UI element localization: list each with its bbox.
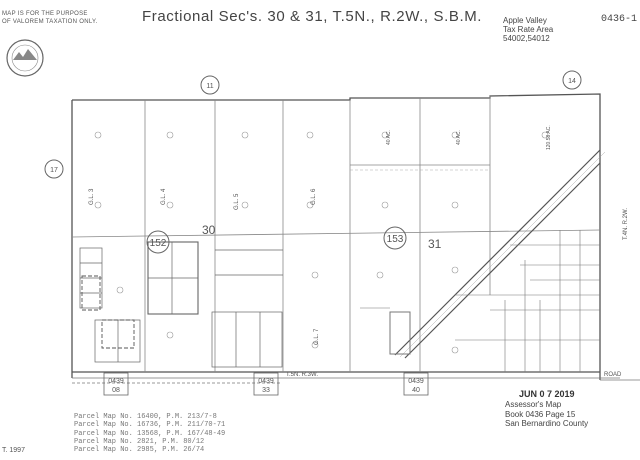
page-33-label: 33 — [262, 387, 270, 394]
block-153-circle — [383, 226, 407, 250]
gl4-label: G.L. 4 — [161, 188, 167, 205]
map-number: 0436-1 — [601, 14, 638, 25]
adj-page-17-label: 17 — [50, 167, 58, 174]
disclaimer-text: MAP IS FOR THE PURPOSE OF VALOREM TAXATI… — [2, 10, 98, 26]
acres-label-2: 40 AC. — [456, 130, 462, 145]
tax-rate-area-label: Tax Rate Area — [503, 25, 554, 34]
township-right-label: T.4N. R.2W. — [623, 208, 629, 240]
disclaimer-line-1: MAP IS FOR THE PURPOSE — [2, 11, 88, 17]
section-30-label: 30 — [202, 223, 216, 237]
disclaimer-line-2: OF VALOREM TAXATION ONLY. — [2, 19, 98, 25]
adj-page-17-circle — [44, 159, 64, 179]
gl6-label: G.L. 6 — [311, 188, 317, 205]
adj-page-11-circle — [200, 75, 220, 95]
parcel-map-references: Parcel Map No. 16400, P.M. 213/7-8 Parce… — [74, 413, 225, 454]
page-08-label: 08 — [112, 387, 120, 394]
township-bottom-label: T.5N. R.3W. — [286, 372, 318, 378]
book-0439-33-label: 0439 — [258, 378, 274, 385]
book-0439-08-label: 0439 — [108, 378, 124, 385]
adj-page-14-circle — [562, 70, 582, 90]
block-152-label: 152 — [150, 238, 167, 249]
assessor-title: Assessor's Map — [505, 400, 562, 409]
parcel-map-ref: Parcel Map No. 13568, P.M. 167/48-49 — [74, 429, 226, 438]
gl7-label: G.L. 7 — [314, 328, 320, 345]
road-label: ROAD — [604, 372, 622, 378]
book-0439-40-label: 0439 — [408, 378, 424, 385]
area-name: Apple Valley — [503, 16, 547, 25]
revision-year: T. 1997 — [2, 447, 25, 454]
adj-page-11-label: 11 — [206, 83, 213, 90]
acres-label-1: 40 AC. — [386, 130, 392, 145]
tra-codes: 54002,54012 — [503, 34, 550, 43]
assessor-block: Assessor's Map Book 0436 Page 15 San Ber… — [505, 400, 588, 429]
block-153-label: 153 — [387, 234, 404, 245]
book-page: Book 0436 Page 15 — [505, 409, 576, 419]
county-name: San Bernardino County — [505, 419, 589, 428]
map-title: Fractional Sec's. 30 & 31, T.5N., R.2W.,… — [142, 8, 483, 25]
parcel-map-ref: Parcel Map No. 16400, P.M. 213/7-8 — [74, 413, 217, 421]
parcel-map-ref: Parcel Map No. 16736, P.M. 211/70-71 — [74, 421, 226, 430]
acres-label-3: 120.58 AC. — [546, 125, 552, 150]
section-31-label: 31 — [428, 237, 442, 251]
county-seal-icon — [6, 39, 44, 77]
tax-rate-area-block: Apple Valley Tax Rate Area 54002,54012 — [503, 16, 553, 43]
gl5-label: G.L. 5 — [234, 193, 240, 210]
block-152-circle — [146, 230, 170, 254]
gl3-label: G.L. 3 — [89, 188, 95, 205]
parcel-map-ref: Parcel Map No. 2821, P.M. 80/12 — [74, 437, 205, 446]
date-stamp: JUN 0 7 2019 — [519, 389, 575, 399]
adj-page-14-label: 14 — [568, 78, 576, 85]
page-40-label: 40 — [412, 387, 420, 394]
parcel-map-ref: Parcel Map No. 2985, P.M. 26/74 — [74, 446, 205, 455]
